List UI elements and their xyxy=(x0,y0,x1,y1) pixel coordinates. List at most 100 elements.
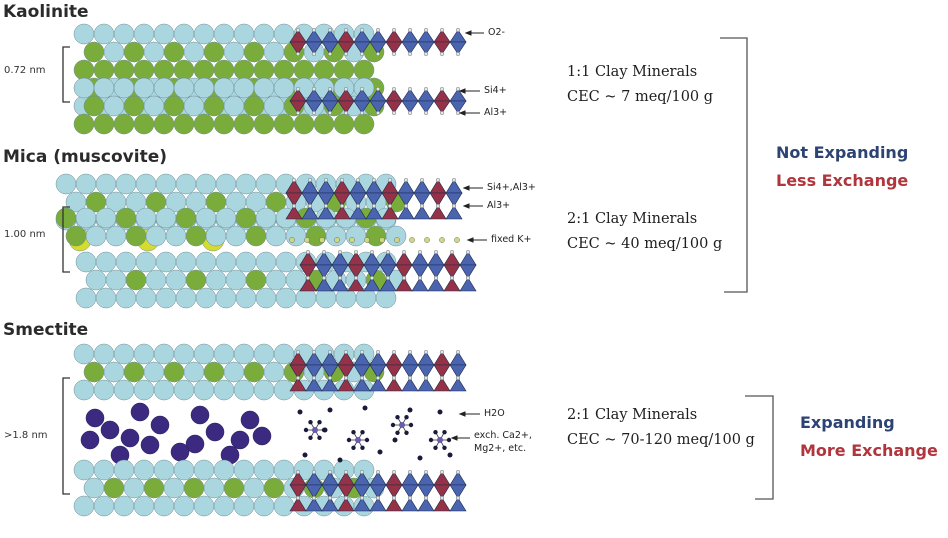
interlayer-cation xyxy=(140,435,160,455)
sheet-atom xyxy=(356,203,361,208)
atom-sphere xyxy=(83,95,105,117)
atom-sphere xyxy=(153,495,175,517)
atom-sphere xyxy=(225,225,247,247)
sheet-tetrahedron xyxy=(331,277,349,292)
atom-sphere xyxy=(253,495,275,517)
sheet-atom xyxy=(456,28,461,33)
atom-sphere xyxy=(255,251,277,273)
sheet-atom xyxy=(424,86,429,91)
atom-sphere xyxy=(353,113,375,135)
atom-sphere xyxy=(253,379,275,401)
sheet-tetrahedron xyxy=(433,364,451,379)
atom-sphere xyxy=(73,379,95,401)
sheet-atom xyxy=(408,86,413,91)
water-molecule xyxy=(303,427,309,433)
sheet-tetrahedron xyxy=(449,41,467,55)
water-molecule xyxy=(308,435,313,440)
sheet-atom xyxy=(408,470,413,475)
kaolinite-spacing: 0.72 nm xyxy=(4,65,46,76)
sheet-tetrahedron xyxy=(417,100,435,114)
sheet-tetrahedron xyxy=(413,192,431,207)
sheet-tetrahedron xyxy=(365,205,383,220)
water-molecule xyxy=(428,437,434,443)
sheet-atom xyxy=(424,52,429,57)
sheet-atom xyxy=(376,52,381,57)
sheet-atom xyxy=(392,110,397,115)
atom-sphere xyxy=(235,207,257,229)
sheet-tetrahedron xyxy=(401,41,419,55)
atom-sphere xyxy=(285,225,307,247)
water-molecule xyxy=(447,452,453,458)
atom-sphere xyxy=(255,207,277,229)
water-label: H2O xyxy=(484,408,505,419)
sheet-tetrahedron xyxy=(397,192,415,207)
atom-sphere xyxy=(135,207,157,229)
sheet-tetrahedron xyxy=(349,205,367,220)
sheet-atom xyxy=(338,249,343,254)
sheet-atom xyxy=(452,177,457,182)
expanding-label: Expanding xyxy=(800,413,895,432)
sheet-atom xyxy=(328,496,333,501)
sheet-atom xyxy=(296,28,301,33)
sheet-atom xyxy=(466,276,471,281)
atom-sphere xyxy=(305,225,327,247)
atom-sphere xyxy=(203,95,225,117)
hydrated-cation xyxy=(312,427,318,433)
atom-sphere xyxy=(115,251,137,273)
atom-sphere xyxy=(93,379,115,401)
sheet-atom xyxy=(296,86,301,91)
atom-sphere xyxy=(75,251,97,273)
atom-sphere xyxy=(233,343,255,365)
sheet-atom xyxy=(312,28,317,33)
sheet-tetrahedron xyxy=(385,377,403,392)
sheet-atom xyxy=(322,249,327,254)
mica-cec: CEC ~ 40 meq/100 g xyxy=(567,236,723,252)
atom-sphere xyxy=(173,459,195,481)
atom-sphere xyxy=(193,495,215,517)
water-molecule xyxy=(302,452,308,458)
hydrated-cation xyxy=(355,437,361,443)
sheet-tetrahedron xyxy=(401,497,419,512)
water-molecule xyxy=(362,405,368,411)
sheet-tetrahedron xyxy=(433,497,451,512)
sheet-atom xyxy=(424,496,429,501)
atom-sphere xyxy=(113,343,135,365)
atom-sphere xyxy=(83,41,105,63)
sheet-tetrahedron xyxy=(337,41,355,55)
sheet-atom xyxy=(392,470,397,475)
sheet-atom xyxy=(344,496,349,501)
sheet-atom xyxy=(392,350,397,355)
sheet-atom xyxy=(296,496,301,501)
atom-sphere xyxy=(175,207,197,229)
sheet-atom xyxy=(466,249,471,254)
sheet-atom xyxy=(344,470,349,475)
sheet-tetrahedron xyxy=(337,364,355,379)
sheet-atom xyxy=(408,376,413,381)
sheet-tetrahedron xyxy=(385,100,403,114)
sheet-tetrahedron xyxy=(315,264,333,279)
atom-sphere xyxy=(193,343,215,365)
water-molecule xyxy=(377,449,383,455)
sheet-atom xyxy=(392,376,397,381)
sheet-tetrahedron xyxy=(363,264,381,279)
fixed-potassium xyxy=(304,237,310,243)
sheet-atom xyxy=(436,177,441,182)
atom-sphere xyxy=(203,361,225,383)
sheet-tetrahedron xyxy=(449,497,467,512)
sheet-atom xyxy=(424,110,429,115)
sheet-tetrahedron xyxy=(429,205,447,220)
sheet-atom xyxy=(440,86,445,91)
sheet-tetrahedron xyxy=(401,377,419,392)
atom-sphere xyxy=(185,269,207,291)
atom-sphere xyxy=(93,23,115,45)
atom-sphere xyxy=(183,361,205,383)
atom-sphere xyxy=(73,343,95,365)
interlayer-cation xyxy=(150,415,170,435)
sheet-atom xyxy=(360,350,365,355)
sheet-tetrahedron xyxy=(427,277,445,292)
sheet-atom xyxy=(296,52,301,57)
kaolinite-sheet-model xyxy=(289,28,467,115)
sheet-atom xyxy=(360,110,365,115)
sheet-tetrahedron xyxy=(347,277,365,292)
smectite-sheet-model xyxy=(289,350,467,512)
